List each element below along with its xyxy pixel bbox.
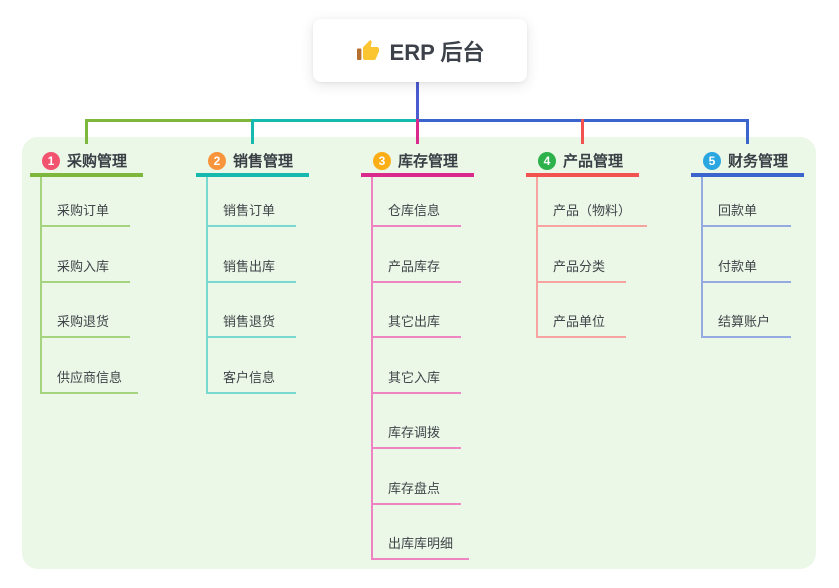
child-topic-销售订单[interactable]: 销售订单 bbox=[206, 177, 296, 227]
branch-header-产品管理[interactable]: 4 产品管理 bbox=[526, 148, 639, 177]
branch-header-库存管理[interactable]: 3 库存管理 bbox=[361, 148, 474, 177]
connector-drop-产品管理 bbox=[581, 119, 584, 144]
child-topic-付款单[interactable]: 付款单 bbox=[701, 227, 791, 283]
branch-title: 库存管理 bbox=[398, 153, 459, 170]
branch-title: 采购管理 bbox=[67, 153, 128, 170]
child-topic-结算账户[interactable]: 结算账户 bbox=[701, 283, 791, 338]
branch-title: 销售管理 bbox=[233, 153, 294, 170]
connector-drop-采购管理 bbox=[85, 119, 88, 144]
connector-root-stem bbox=[416, 82, 419, 122]
branch-number-badge: 5 bbox=[703, 151, 721, 170]
child-topic-产品单位[interactable]: 产品单位 bbox=[536, 283, 626, 338]
branch-产品管理: 4 产品管理产品（物料）产品分类产品单位 bbox=[526, 148, 676, 338]
child-topic-出库库明细[interactable]: 出库库明细 bbox=[371, 505, 470, 560]
child-topic-仓库信息[interactable]: 仓库信息 bbox=[371, 177, 461, 227]
branch-采购管理: 1 采购管理采购订单采购入库采购退货供应商信息 bbox=[30, 148, 180, 394]
thumbs-up-icon bbox=[356, 39, 380, 63]
branch-header-财务管理[interactable]: 5 财务管理 bbox=[691, 148, 804, 177]
branch-销售管理: 2 销售管理销售订单销售出库销售退货客户信息 bbox=[196, 148, 346, 394]
child-topic-库存调拨[interactable]: 库存调拨 bbox=[371, 394, 461, 449]
child-topic-销售退货[interactable]: 销售退货 bbox=[206, 283, 296, 338]
branch-库存管理: 3 库存管理仓库信息产品库存其它出库其它入库库存调拨库存盘点出库库明细 bbox=[361, 148, 511, 560]
branches-panel bbox=[22, 137, 816, 569]
child-topic-产品分类[interactable]: 产品分类 bbox=[536, 227, 626, 283]
child-topic-回款单[interactable]: 回款单 bbox=[701, 177, 791, 227]
child-topic-其它出库[interactable]: 其它出库 bbox=[371, 283, 461, 338]
branch-children: 采购订单采购入库采购退货供应商信息 bbox=[40, 177, 180, 394]
child-topic-产品（物料）[interactable]: 产品（物料） bbox=[536, 177, 648, 227]
branch-children: 销售订单销售出库销售退货客户信息 bbox=[206, 177, 346, 394]
branch-title: 财务管理 bbox=[728, 153, 789, 170]
branch-title: 产品管理 bbox=[563, 153, 624, 170]
child-topic-采购退货[interactable]: 采购退货 bbox=[40, 283, 130, 338]
child-topic-采购订单[interactable]: 采购订单 bbox=[40, 177, 130, 227]
branch-财务管理: 5 财务管理回款单付款单结算账户 bbox=[691, 148, 839, 338]
branch-number-badge: 1 bbox=[42, 151, 60, 170]
branch-number-badge: 2 bbox=[208, 151, 226, 170]
branch-number-badge: 4 bbox=[538, 151, 556, 170]
branch-children: 仓库信息产品库存其它出库其它入库库存调拨库存盘点出库库明细 bbox=[371, 177, 511, 560]
branch-header-销售管理[interactable]: 2 销售管理 bbox=[196, 148, 309, 177]
root-node-label: ERP 后台 bbox=[389, 39, 485, 65]
connector-drop-财务管理 bbox=[746, 119, 749, 144]
child-topic-供应商信息[interactable]: 供应商信息 bbox=[40, 338, 139, 394]
child-topic-产品库存[interactable]: 产品库存 bbox=[371, 227, 461, 283]
child-topic-销售出库[interactable]: 销售出库 bbox=[206, 227, 296, 283]
connector-rail-left bbox=[85, 119, 251, 122]
connector-rail-midleft bbox=[251, 119, 416, 122]
child-topic-采购入库[interactable]: 采购入库 bbox=[40, 227, 130, 283]
connector-drop-销售管理 bbox=[251, 119, 254, 144]
child-topic-其它入库[interactable]: 其它入库 bbox=[371, 338, 461, 394]
branch-number-badge: 3 bbox=[373, 151, 391, 170]
root-node[interactable]: ERP 后台 bbox=[313, 19, 527, 82]
child-topic-库存盘点[interactable]: 库存盘点 bbox=[371, 449, 461, 505]
connector-drop-库存管理 bbox=[416, 119, 419, 144]
branch-children: 回款单付款单结算账户 bbox=[701, 177, 839, 338]
branch-header-采购管理[interactable]: 1 采购管理 bbox=[30, 148, 143, 177]
branch-children: 产品（物料）产品分类产品单位 bbox=[536, 177, 676, 338]
child-topic-客户信息[interactable]: 客户信息 bbox=[206, 338, 296, 394]
